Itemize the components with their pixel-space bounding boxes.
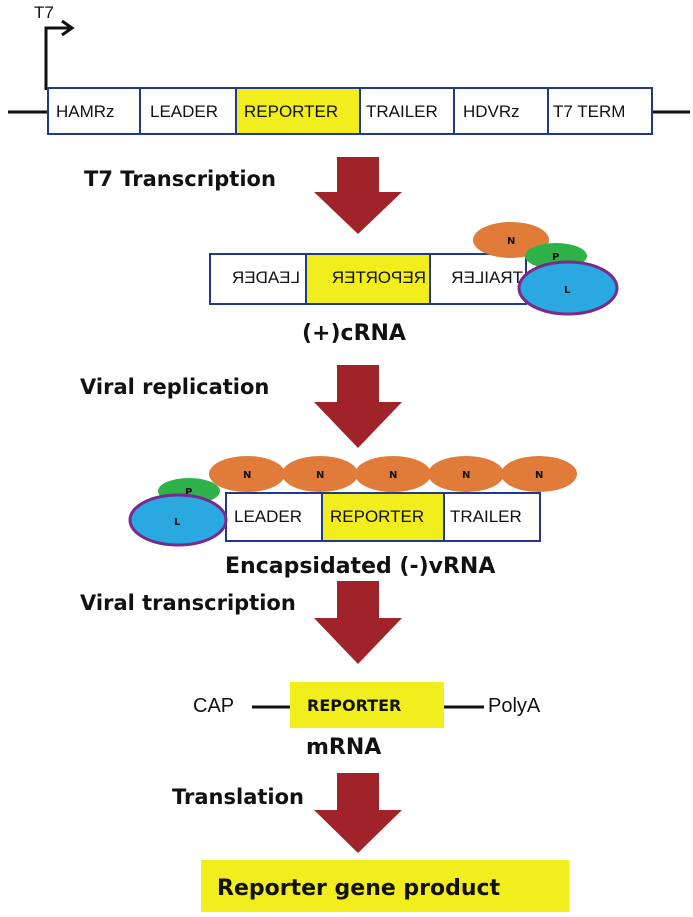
crna-l-label: L — [564, 285, 571, 296]
n-protein-icon — [355, 456, 431, 492]
step-t7-transcription: T7 Transcription — [84, 167, 276, 191]
vrna-n-label: N — [535, 470, 543, 481]
vrna-p-label: P — [185, 487, 192, 498]
n-protein-icon — [501, 456, 577, 492]
down-arrow-icon — [314, 773, 402, 853]
n-protein-icon — [428, 456, 504, 492]
product-box — [201, 860, 569, 912]
t7-promoter-arrow-icon — [44, 19, 75, 90]
mrna-reporter-label: REPORTER — [307, 696, 401, 715]
step-viral-transcription: Viral transcription — [80, 591, 296, 615]
vrna-segment-leader: LEADER — [234, 507, 302, 526]
l-protein-icon — [128, 493, 228, 547]
promoter-label: T7 — [34, 3, 54, 22]
product-label: Reporter gene product — [217, 876, 501, 901]
construct-segment-reporter: REPORTER — [244, 102, 338, 121]
construct-segment-hamrz: HAMRz — [56, 102, 115, 121]
down-arrow-icon — [314, 581, 402, 664]
mrna-reporter-box — [290, 682, 444, 728]
mrna-label: mRNA — [306, 735, 381, 760]
construct-segment-leader: LEADER — [150, 102, 218, 121]
construct-segment-t7-term: T7 TERM — [553, 102, 625, 121]
mrna-polya: PolyA — [488, 695, 541, 717]
n-protein-icon — [209, 456, 285, 492]
mrna-cap: CAP — [193, 695, 234, 717]
vrna-n-label: N — [316, 470, 324, 481]
crna-label: (+)cRNA — [302, 321, 406, 346]
mrna: CAP REPORTER PolyA mRNA — [193, 682, 541, 760]
construct-segment-trailer: TRAILER — [366, 102, 438, 121]
vrna-n-label: N — [389, 470, 397, 481]
crna-reporter-fill — [306, 254, 430, 304]
n-protein-icon — [282, 456, 358, 492]
crna-n-label: N — [507, 236, 515, 247]
crna-segment-reporter: REPORTER — [332, 268, 426, 287]
crna-mirrored-labels: TRAILER REPORTER LEADER — [232, 268, 523, 287]
vrna-l-label: L — [174, 517, 181, 528]
crna-segment-trailer: TRAILER — [451, 268, 523, 287]
down-arrow-icon — [314, 365, 402, 448]
construct-segment-hdvrz: HDVRz — [463, 102, 520, 121]
step-translation: Translation — [172, 785, 304, 809]
vrna-n-label: N — [462, 470, 470, 481]
construct-reporter-fill — [236, 88, 360, 134]
vrna-label: Encapsidated (-)vRNA — [225, 554, 495, 579]
vrna-reporter-fill — [322, 493, 444, 541]
crna-segment-leader: LEADER — [232, 268, 300, 287]
crna-p-label: P — [552, 252, 559, 263]
vrna-construct: N N N N N LEADER REPORTER TRAILER P L — [128, 456, 577, 547]
crna-construct: TRAILER REPORTER LEADER N P L — [209, 222, 619, 316]
step-viral-replication: Viral replication — [80, 375, 269, 399]
vrna-segment-trailer: TRAILER — [450, 507, 522, 526]
l-protein-icon — [517, 260, 619, 316]
down-arrow-icon — [314, 157, 402, 234]
vrna-segment-reporter: REPORTER — [330, 507, 424, 526]
t7-construct: T7 HAMRz LEADER REPORTER TRAILER HDVRz T… — [8, 3, 690, 135]
vrna-n-label: N — [243, 470, 251, 481]
